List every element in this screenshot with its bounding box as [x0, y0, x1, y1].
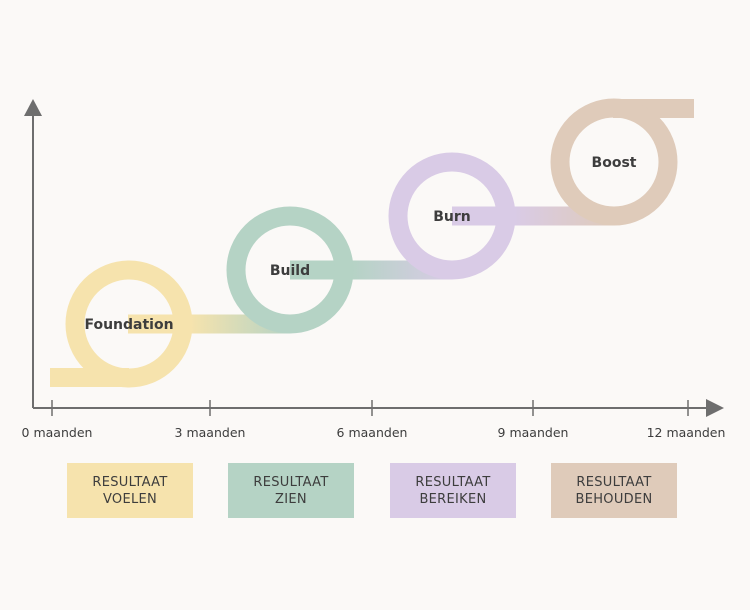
x-tick-label-0: 0 maanden — [22, 425, 93, 440]
result-box-behouden: RESULTAAT BEHOUDEN — [551, 463, 677, 518]
result-box-line2: BEHOUDEN — [575, 491, 653, 507]
stage-label-build: Build — [270, 263, 310, 279]
result-box-zien: RESULTAAT ZIEN — [228, 463, 354, 518]
result-box-bereiken: RESULTAAT BEREIKEN — [390, 463, 516, 518]
result-box-line2: ZIEN — [275, 491, 307, 507]
stage-label-boost: Boost — [592, 155, 637, 171]
x-tick-label-6: 6 maanden — [337, 425, 408, 440]
stage-loop-build — [226, 206, 354, 334]
stage-label-burn: Burn — [433, 209, 471, 225]
result-box-line1: RESULTAAT — [253, 474, 329, 490]
result-box-line2: BEREIKEN — [419, 491, 487, 507]
result-box-line1: RESULTAAT — [576, 474, 652, 490]
y-axis-arrow — [24, 99, 42, 116]
result-box-line1: RESULTAAT — [92, 474, 168, 490]
stage-loop-burn — [388, 152, 516, 280]
stage-loop-boost — [550, 98, 678, 226]
result-box-line2: VOELEN — [102, 491, 158, 507]
x-tick-label-12: 12 maanden — [647, 425, 726, 440]
result-box-line1: RESULTAAT — [415, 474, 491, 490]
x-tick-label-9: 9 maanden — [498, 425, 569, 440]
stage-label-foundation: Foundation — [84, 317, 173, 333]
x-axis-arrow — [706, 399, 724, 417]
x-tick-label-3: 3 maanden — [175, 425, 246, 440]
stage-loop-foundation — [65, 260, 193, 388]
result-box-voelen: RESULTAAT VOELEN — [67, 463, 193, 518]
